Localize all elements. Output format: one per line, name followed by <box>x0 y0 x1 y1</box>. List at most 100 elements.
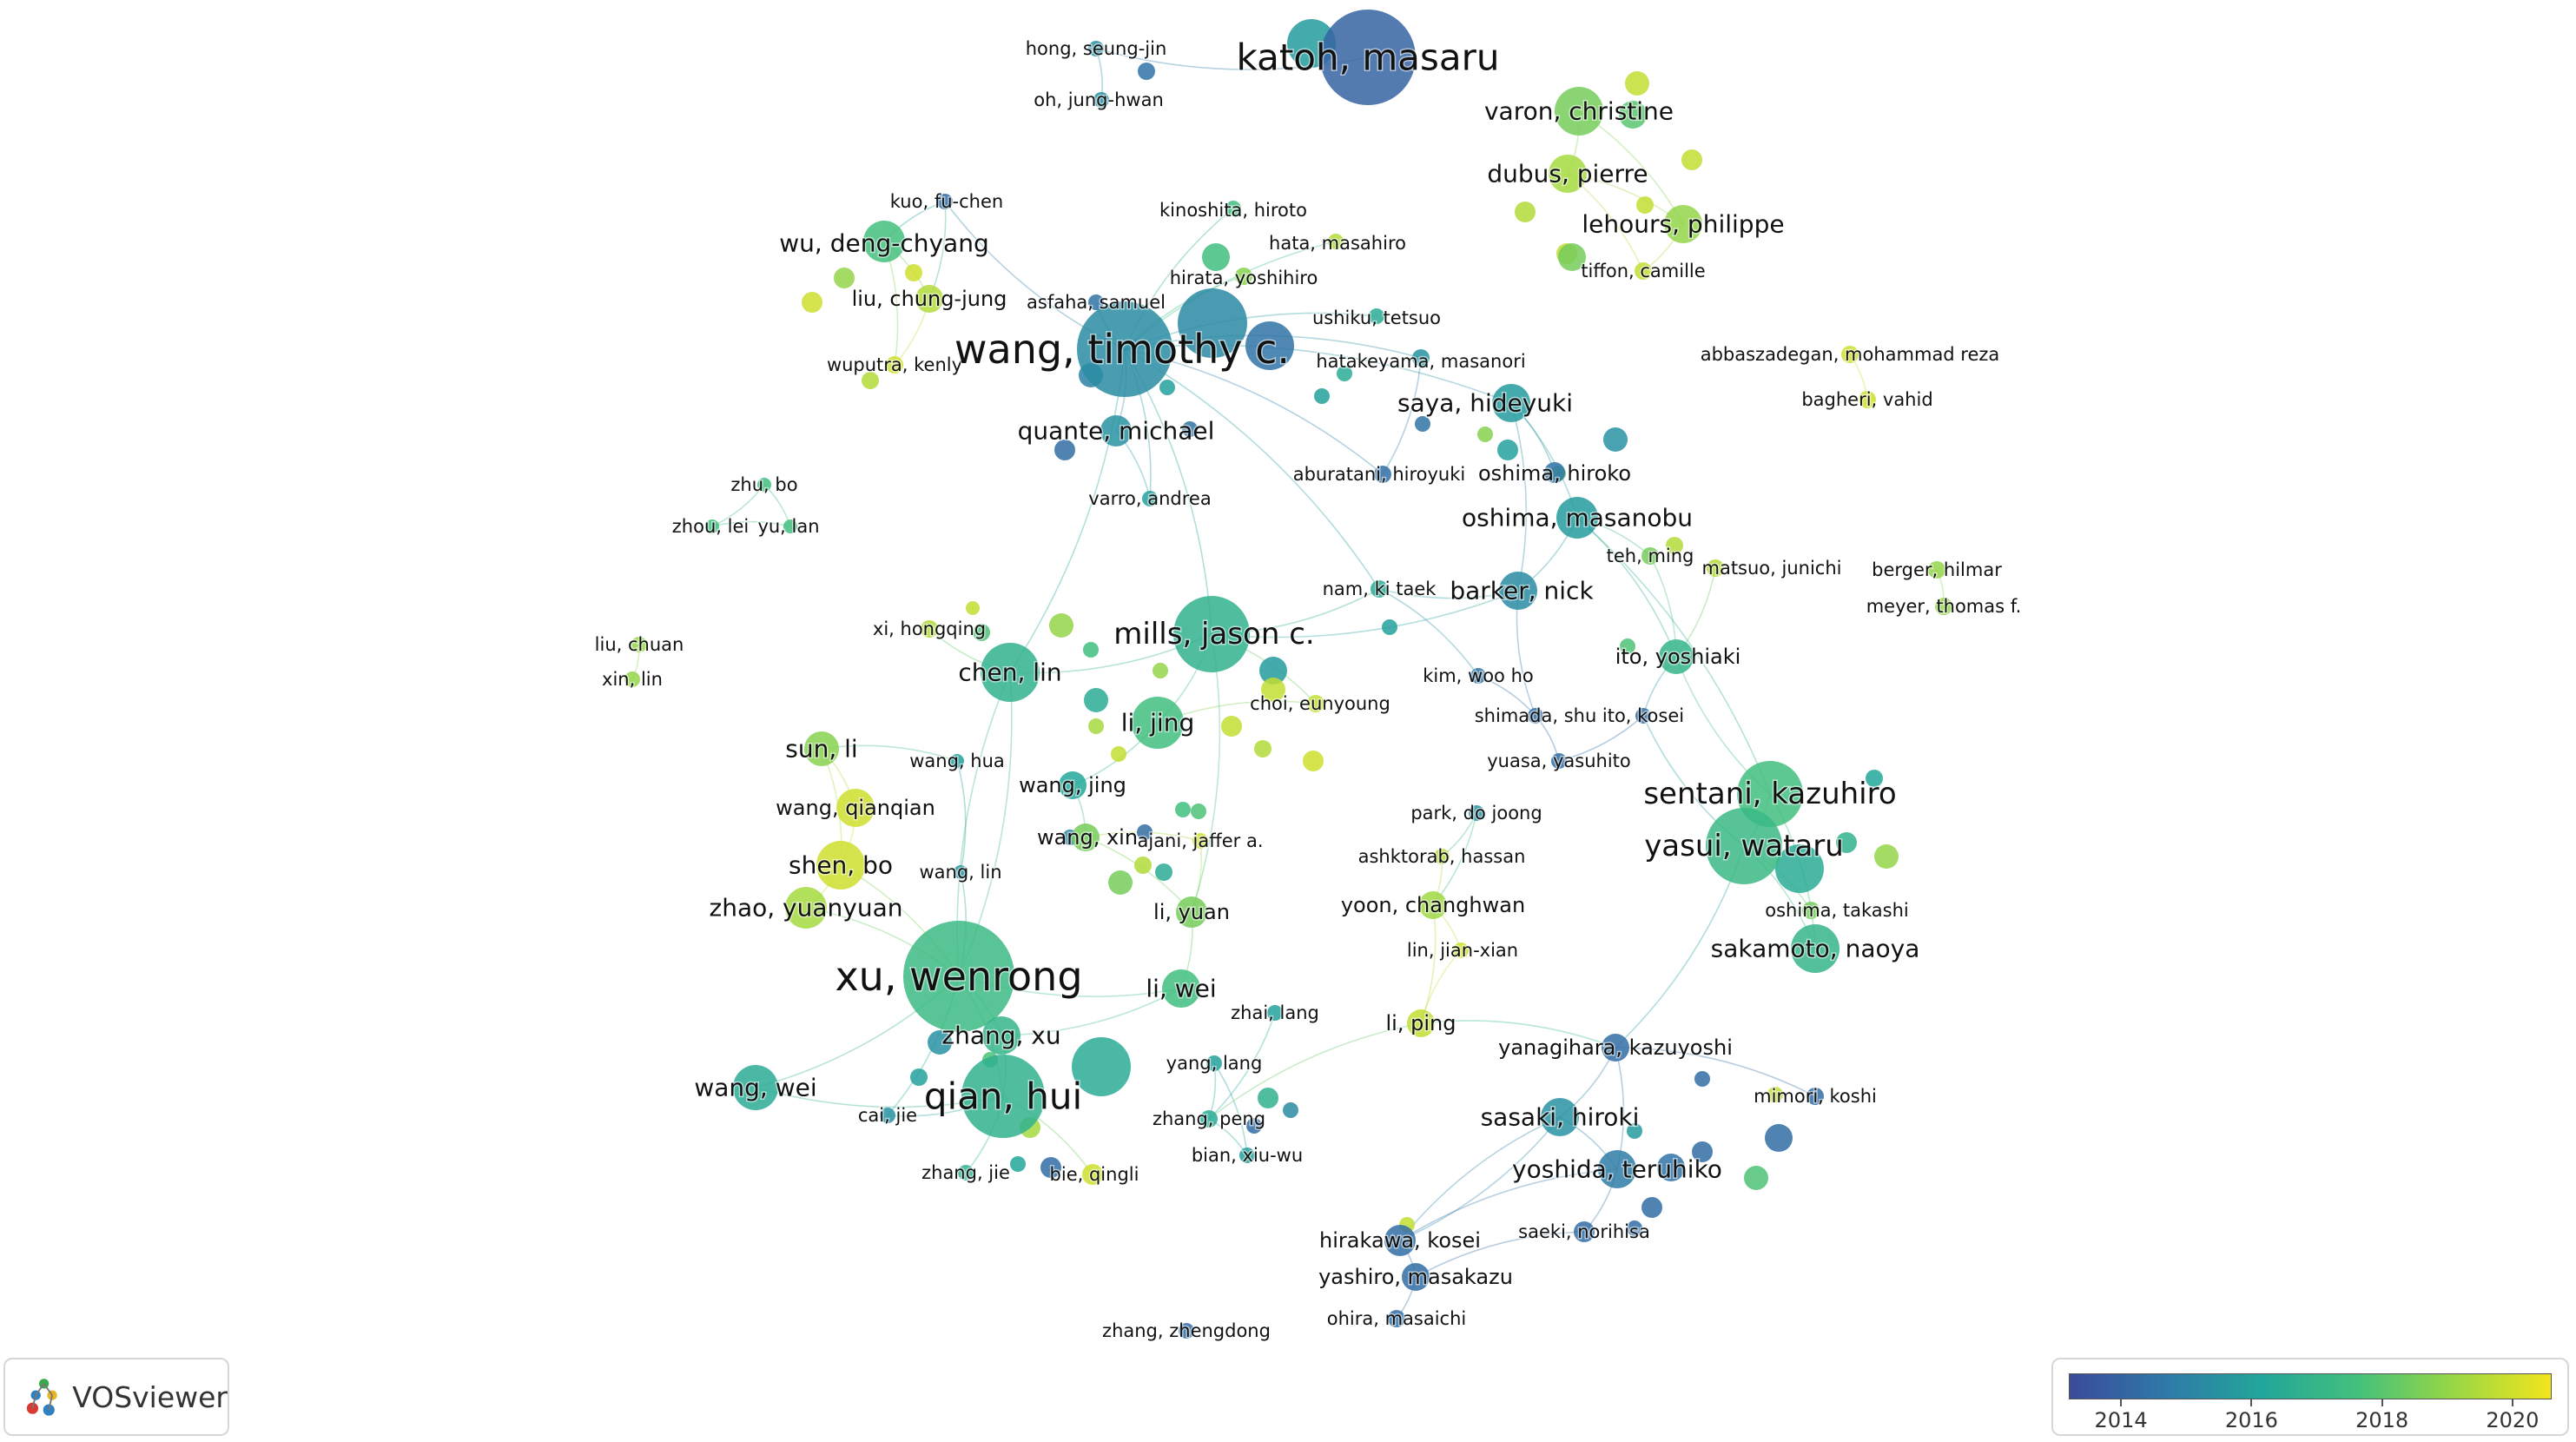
author-node-zhailang[interactable] <box>1267 1005 1283 1021</box>
author-node[interactable] <box>1261 678 1285 702</box>
author-label-katoh[interactable]: katoh, masaru <box>1235 35 1501 80</box>
author-node-zhangzd[interactable] <box>1179 1323 1194 1339</box>
author-node-hata[interactable] <box>1328 234 1344 249</box>
author-label-wanghua[interactable]: wang, hua <box>908 750 1007 773</box>
author-node[interactable] <box>1415 416 1430 432</box>
author-label-namkt[interactable]: nam, ki taek <box>1321 578 1438 601</box>
author-node-kinoshita[interactable] <box>1225 201 1241 216</box>
author-node-yashiro[interactable] <box>1402 1263 1430 1291</box>
author-label-asfaha[interactable]: asfaha, samuel <box>1026 291 1167 314</box>
author-node[interactable] <box>1221 716 1242 737</box>
author-node[interactable] <box>1111 746 1126 762</box>
author-node[interactable] <box>862 372 879 389</box>
author-label-quante[interactable]: quante, michael <box>1016 415 1216 446</box>
author-node-xuwr[interactable] <box>903 921 1014 1032</box>
author-node-berger[interactable] <box>1928 561 1945 579</box>
author-node-wangqq[interactable] <box>836 789 875 827</box>
author-node-bianxw[interactable] <box>1239 1148 1255 1163</box>
author-node-yasui[interactable] <box>1706 808 1782 884</box>
author-label-linjx[interactable]: lin, jian-xian <box>1405 939 1519 962</box>
author-node[interactable] <box>1558 243 1586 271</box>
author-node[interactable] <box>1054 440 1075 460</box>
author-node[interactable] <box>1694 1071 1710 1087</box>
author-node[interactable] <box>1010 1156 1026 1172</box>
author-label-varro[interactable]: varro, andrea <box>1087 487 1212 511</box>
author-node-caijie[interactable] <box>880 1108 895 1123</box>
author-label-yoonch[interactable]: yoon, changhwan <box>1339 892 1526 919</box>
author-node[interactable] <box>1627 1220 1642 1236</box>
author-label-matsuo[interactable]: matsuo, junichi <box>1701 557 1843 580</box>
author-node-varon[interactable] <box>1555 87 1603 136</box>
author-node-quante[interactable] <box>1100 415 1132 446</box>
author-node-xinlin[interactable] <box>624 671 640 687</box>
author-node-liping[interactable] <box>1407 1009 1435 1037</box>
author-node-shimada[interactable] <box>1528 708 1543 724</box>
author-label-hatakeyama[interactable]: hatakeyama, masanori <box>1315 350 1527 374</box>
author-node-matsuo[interactable] <box>1707 559 1724 577</box>
author-label-choieu[interactable]: choi, eunyoung <box>1249 692 1392 716</box>
author-node[interactable] <box>1657 1154 1685 1181</box>
author-label-caijie[interactable]: cai, jie <box>856 1104 918 1128</box>
author-node[interactable] <box>1775 844 1824 893</box>
author-node-qianhui[interactable] <box>961 1055 1045 1138</box>
author-label-zhangzd[interactable]: zhang, zhengdong <box>1101 1320 1272 1343</box>
author-node[interactable] <box>1138 63 1155 80</box>
author-node-lijing[interactable] <box>1132 697 1184 749</box>
author-node-wangjing[interactable] <box>1059 771 1087 799</box>
author-node-teh[interactable] <box>1641 547 1659 565</box>
author-node-wangwei[interactable] <box>733 1065 778 1110</box>
author-label-mimori[interactable]: mimori, koshi <box>1753 1085 1879 1108</box>
author-node[interactable] <box>1245 321 1294 370</box>
author-label-sakamoto[interactable]: sakamoto, naoya <box>1709 933 1921 964</box>
author-label-aburatani[interactable]: aburatani, hiroyuki <box>1291 463 1467 486</box>
author-node[interactable] <box>1088 718 1104 734</box>
author-node-kimwh[interactable] <box>1470 668 1486 684</box>
author-node[interactable] <box>1137 824 1153 840</box>
author-node[interactable] <box>1314 388 1330 404</box>
author-node[interactable] <box>905 264 922 281</box>
author-node-abbas[interactable] <box>1841 346 1859 363</box>
author-node[interactable] <box>1040 1157 1061 1178</box>
author-node[interactable] <box>1049 613 1073 638</box>
author-node[interactable] <box>1692 1141 1713 1162</box>
author-node-meyer[interactable] <box>1935 598 1952 615</box>
author-node[interactable] <box>1836 832 1857 853</box>
author-node[interactable] <box>1178 288 1247 358</box>
author-node-dubus[interactable] <box>1549 155 1587 193</box>
author-node-yanagihara[interactable] <box>1602 1034 1629 1062</box>
author-label-oshimat[interactable]: oshima, takashi <box>1764 899 1910 923</box>
author-node[interactable] <box>973 624 990 641</box>
author-label-shenbo[interactable]: shen, bo <box>787 850 894 881</box>
author-label-wangwei[interactable]: wang, wei <box>693 1072 818 1103</box>
author-label-yoshida[interactable]: yoshida, teruhiko <box>1511 1154 1724 1185</box>
author-node-choieu[interactable] <box>1307 695 1324 712</box>
author-node-varro[interactable] <box>1142 491 1158 506</box>
author-node-itoyo[interactable] <box>1659 639 1694 674</box>
author-node[interactable] <box>1765 1124 1793 1152</box>
author-label-parkdj[interactable]: park, do joong <box>1410 802 1543 825</box>
author-label-barker[interactable]: barker, nick <box>1449 575 1595 606</box>
author-node[interactable] <box>1283 1102 1298 1118</box>
author-node[interactable] <box>1866 770 1883 787</box>
author-label-wangjing[interactable]: wang, jing <box>1018 772 1128 799</box>
author-label-mills[interactable]: mills, jason c. <box>1113 616 1316 653</box>
author-label-zhaoyy[interactable]: zhao, yuanyuan <box>708 892 904 923</box>
author-label-saya[interactable]: saya, hideyuki <box>1396 387 1574 419</box>
author-node-sasaki[interactable] <box>1541 1098 1579 1136</box>
author-label-ajani[interactable]: ajani, jaffer a. <box>1136 830 1265 853</box>
author-node-lehours[interactable] <box>1664 205 1702 243</box>
author-label-liping[interactable]: li, ping <box>1384 1010 1457 1037</box>
author-node[interactable] <box>1603 427 1628 452</box>
author-node-ohjh[interactable] <box>1093 92 1109 108</box>
author-node-saeki[interactable] <box>1574 1221 1595 1242</box>
author-label-yanglang[interactable]: yang, lang <box>1165 1052 1264 1075</box>
author-node-liucj[interactable] <box>915 285 943 313</box>
author-node[interactable] <box>1620 638 1635 654</box>
author-node-ushiku[interactable] <box>1369 308 1384 324</box>
author-node[interactable] <box>1619 101 1647 129</box>
author-label-liyuan[interactable]: li, yuan <box>1153 899 1232 926</box>
author-node-katoh[interactable] <box>1320 10 1416 105</box>
author-node[interactable] <box>1259 657 1287 685</box>
author-label-yashiro[interactable]: yashiro, masakazu <box>1318 1264 1515 1291</box>
author-node-ohira[interactable] <box>1388 1310 1405 1327</box>
